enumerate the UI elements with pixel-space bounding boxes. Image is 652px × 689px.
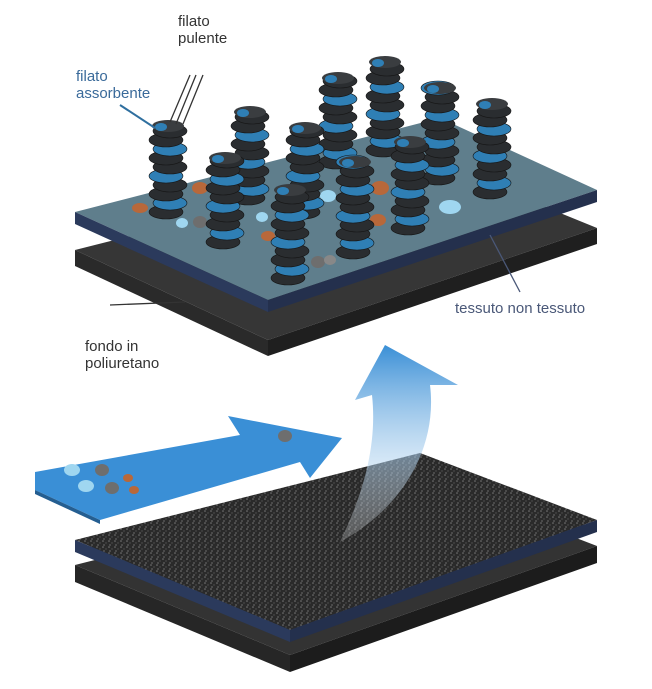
label-pointer-lines (109, 74, 521, 306)
yarn-tuft (270, 184, 310, 286)
lower-mat (75, 453, 597, 672)
yarn-tuft (205, 152, 245, 250)
yarn-tuft (148, 120, 188, 220)
yarn-tuft (335, 154, 375, 260)
lift-arrow (340, 345, 458, 542)
yarn-tuft (420, 80, 460, 186)
label-absorbent-yarn: filato assorbente (76, 68, 151, 102)
label-cleaning-yarn: filato pulente (178, 13, 228, 47)
yarn-tuft (472, 98, 512, 200)
nonwoven-layer (75, 118, 597, 312)
debris-particles (132, 181, 461, 268)
yarn-tuft (390, 136, 430, 236)
label-polyurethane-base: fondo in poliuretano (85, 338, 160, 372)
yarn-tufts (148, 56, 512, 286)
yarn-tuft (318, 72, 358, 170)
dirt-flow-arrow (35, 416, 342, 524)
label-nonwoven: tessuto non tessuto (455, 300, 586, 317)
